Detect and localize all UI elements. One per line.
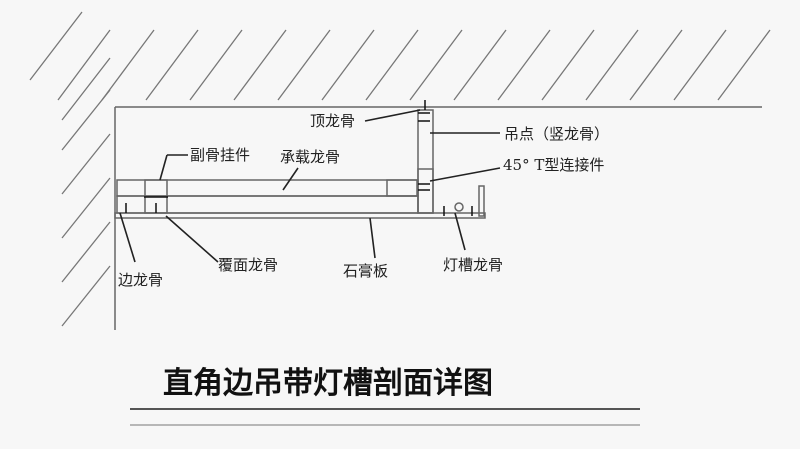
- cover-keel-bar: [116, 195, 419, 214]
- label-light-trough-keel: 灯槽龙骨: [443, 256, 503, 274]
- hatch-line: [673, 29, 727, 101]
- hatch-line: [233, 29, 287, 101]
- t-connector-block: [417, 168, 434, 214]
- hatch-line: [585, 29, 639, 101]
- hatch-line: [61, 133, 111, 195]
- hatch-line: [189, 29, 243, 101]
- label-bearing-keel: 承载龙骨: [280, 148, 340, 166]
- hatch-line: [321, 29, 375, 101]
- hatch-line: [61, 265, 111, 327]
- label-cover-keel: 覆面龙骨: [218, 256, 278, 274]
- hatch-line: [101, 29, 155, 101]
- leader-lines: [119, 109, 501, 263]
- vertical-keel: [417, 109, 434, 214]
- gypsum-board-rect: [114, 212, 486, 219]
- hatch-line: [277, 29, 331, 101]
- hatch-line: [61, 177, 111, 239]
- hatch-line: [61, 221, 111, 283]
- light-fixture-icon: [454, 202, 464, 212]
- hatch-line: [541, 29, 595, 101]
- label-top-keel: 顶龙骨: [310, 112, 355, 130]
- hatch-line: [145, 29, 199, 101]
- hatch-line: [453, 29, 507, 101]
- connector-block: [386, 179, 419, 197]
- bearing-keel-bar: [116, 179, 418, 197]
- hatch-line: [497, 29, 551, 101]
- label-sub-keel-hanger: 副骨挂件: [190, 146, 250, 164]
- wall-ceiling-hatching: [29, 11, 771, 327]
- trough-lip: [478, 185, 485, 217]
- hatch-line: [61, 57, 111, 121]
- hatch-line: [717, 29, 771, 101]
- diagram-title: 直角边吊带灯槽剖面详图: [163, 366, 493, 401]
- hatch-line: [57, 29, 111, 101]
- label-hanging-point: 吊点（竖龙骨）: [504, 125, 609, 143]
- hatch-line: [365, 29, 419, 101]
- label-gypsum-board: 石膏板: [343, 262, 388, 280]
- hatch-line: [409, 29, 463, 101]
- hatch-line: [29, 11, 83, 81]
- fasteners: [125, 100, 473, 216]
- hatch-line: [629, 29, 683, 101]
- structure-lines: [114, 106, 762, 330]
- label-edge-keel: 边龙骨: [118, 271, 163, 289]
- label-t-connector: 45° T型连接件: [503, 156, 604, 174]
- hatch-line: [61, 89, 111, 151]
